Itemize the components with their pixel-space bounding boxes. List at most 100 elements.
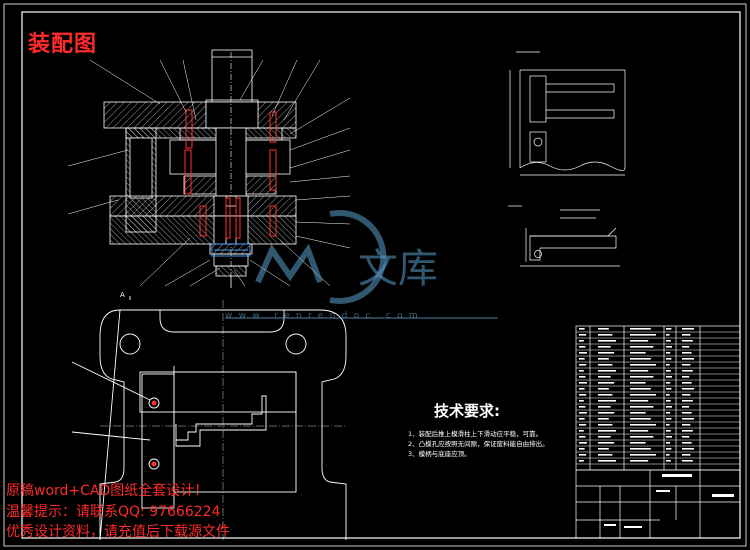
parts-table-cell-mark (579, 352, 587, 354)
parts-table-cell-mark (682, 424, 691, 426)
parts-table-cell-mark (598, 346, 611, 348)
parts-table-cell-mark (579, 340, 584, 342)
parts-table-cell-mark (598, 352, 615, 354)
parts-table-cell-mark (579, 418, 585, 420)
parts-table-cell-mark (579, 388, 585, 390)
parts-table-cell-mark (579, 334, 587, 336)
parts-table-cell-mark (630, 442, 646, 444)
plan-view-holes (151, 400, 157, 467)
parts-table-cell-mark (682, 346, 690, 348)
parts-table-cell-mark (682, 412, 692, 414)
parts-table-cell-mark (598, 406, 611, 408)
parts-table-cell-mark (598, 376, 611, 378)
parts-table-cell-mark (666, 388, 672, 390)
parts-table-cell-mark (579, 424, 587, 426)
parts-table-cell-mark (630, 400, 649, 402)
title-block (575, 469, 741, 539)
workpiece-drawing (508, 205, 620, 267)
plan-view (71, 296, 347, 541)
parts-table-cell-mark (666, 370, 671, 372)
parts-table-cell-mark (598, 400, 616, 402)
parts-table-cell-mark (682, 460, 693, 462)
title-block-text-marks (604, 474, 734, 528)
parts-table-cell-mark (630, 346, 654, 348)
parts-table-cell-mark (598, 448, 609, 450)
parts-table-cell-mark (666, 352, 671, 354)
parts-table-cell-mark (666, 442, 671, 444)
strip-layout (509, 51, 626, 176)
parts-table-cell-mark (682, 436, 690, 438)
parts-table-cell-mark (579, 328, 585, 330)
parts-table-cell-mark (682, 364, 691, 366)
parts-table-cell-mark (579, 376, 586, 378)
parts-table-cell-mark (598, 388, 609, 390)
parts-table-cell-mark (630, 340, 649, 342)
parts-table-cell-mark (598, 358, 609, 360)
parts-table-cell-mark (630, 424, 656, 426)
parts-table-cell-mark (682, 328, 694, 330)
outer-frame (3, 3, 747, 547)
parts-table-cell-mark (682, 370, 693, 372)
parts-table-cell-mark (630, 406, 654, 408)
parts-table-cell-mark (682, 388, 694, 390)
parts-table-cell-mark (579, 430, 584, 432)
parts-table-marks (579, 328, 694, 462)
ejector-spring (211, 243, 251, 257)
parts-table-cell-mark (666, 364, 670, 366)
parts-table-cell-mark (630, 364, 656, 366)
watermark-brand: 文库 (358, 246, 438, 292)
leader-lines (67, 59, 351, 287)
parts-table-cell-mark (666, 334, 670, 336)
parts-table-cell-mark (630, 430, 649, 432)
parts-table-cell-mark (666, 376, 672, 378)
parts-table-cell-mark (630, 352, 646, 354)
parts-table-cell-mark (666, 400, 671, 402)
screws (184, 109, 277, 239)
parts-table-cell-mark (666, 394, 670, 396)
parts-table-cell-mark (682, 340, 693, 342)
inner-frame (21, 11, 741, 539)
drawing-title: 装配图 (28, 32, 98, 57)
parts-table-cell-mark (682, 430, 693, 432)
parts-table-cell-mark (666, 448, 672, 450)
parts-table-cell-mark (598, 418, 609, 420)
parts-table-cell-mark (598, 454, 613, 456)
parts-table-cell-mark (598, 370, 616, 372)
parts-table-cell-mark (630, 382, 646, 384)
parts-table-cell-mark (598, 328, 609, 330)
parts-table-cell-mark (630, 376, 654, 378)
parts-table-cell-mark (598, 340, 616, 342)
section-label: A (120, 291, 125, 299)
parts-table-cell-mark (630, 460, 649, 462)
parts-table-cell-mark (598, 436, 611, 438)
parts-table-cell-mark (666, 460, 671, 462)
parts-table-cell-mark (579, 400, 584, 402)
parts-table-cell-mark (579, 412, 587, 414)
parts-table-cell-mark (682, 454, 691, 456)
parts-table-rows (576, 331, 740, 465)
parts-table-cell-mark (598, 382, 615, 384)
parts-table-cell-mark (666, 424, 670, 426)
parts-table-cell-mark (630, 418, 651, 420)
parts-table-cell-mark (579, 436, 586, 438)
parts-table-cell-mark (630, 358, 651, 360)
parts-table-cell-mark (598, 430, 616, 432)
promo-line-2: 温馨提示：请联系QQ: 97666224 (6, 504, 221, 520)
parts-table-cell-mark (598, 394, 613, 396)
parts-table-cell-mark (666, 454, 670, 456)
tech-requirement-2: 2、凸模孔应按照无间隙，保证废料能自由排出。 (408, 440, 549, 448)
parts-table-cell-mark (630, 454, 656, 456)
parts-table-cell-mark (630, 394, 656, 396)
parts-table-cell-mark (579, 370, 584, 372)
watermark-url: www.renrendoc.com (225, 311, 424, 321)
parts-table-cell-mark (630, 328, 651, 330)
tech-requirements-title: 技术要求: (434, 402, 500, 420)
parts-table-cell-mark (630, 412, 646, 414)
parts-table-cell-mark (598, 364, 613, 366)
parts-table-cell-mark (579, 406, 586, 408)
parts-table-cell-mark (598, 442, 615, 444)
parts-table-cell-mark (682, 442, 692, 444)
parts-table-cell-mark (630, 448, 651, 450)
